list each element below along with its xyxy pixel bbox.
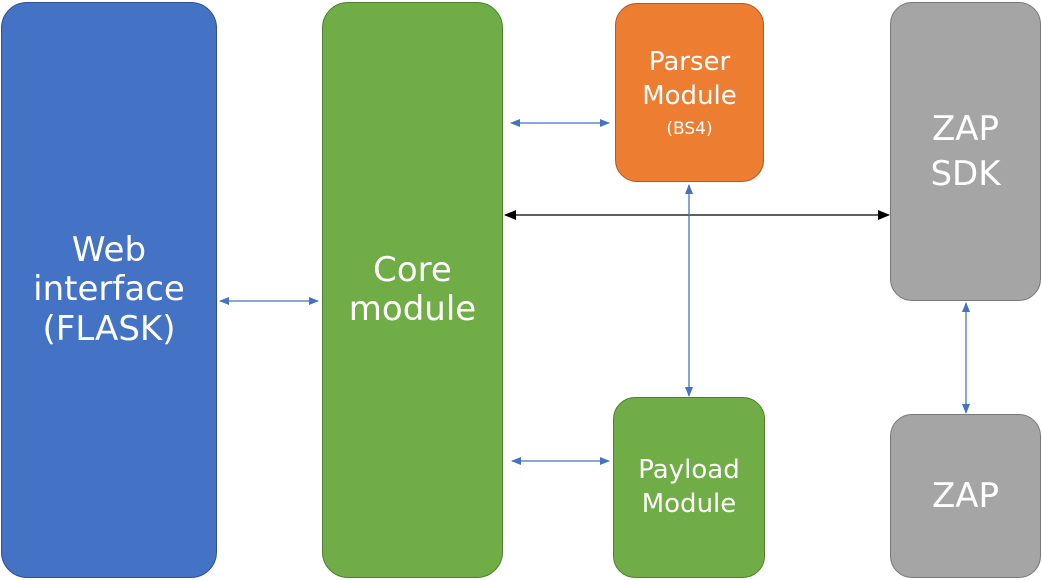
web-interface-label-line-1: Web — [71, 230, 147, 271]
zap-box: ZAP — [890, 414, 1041, 578]
zap-sdk-label-line-1: ZAP — [931, 109, 1000, 150]
zap-label: ZAP — [931, 475, 1000, 516]
zap-sdk-label-line-2: SDK — [930, 153, 1001, 194]
parser-module-label-line-2: Module — [642, 80, 737, 111]
parser-module-box: Parser Module (BS4) — [615, 3, 764, 182]
parser-module-sublabel: (BS4) — [666, 118, 713, 139]
core-module-box: Core module — [322, 2, 503, 578]
parser-module-label-line-1: Parser — [648, 46, 731, 77]
core-module-label-line-2: module — [348, 289, 477, 329]
zap-sdk-box: ZAP SDK — [890, 2, 1041, 301]
core-module-label-line-1: Core — [373, 249, 452, 290]
web-interface-label-line-2: interface — [33, 269, 185, 310]
payload-module-label-line-2: Module — [641, 488, 737, 519]
web-interface-box: Web interface (FLASK) — [1, 2, 217, 578]
payload-module-label-line-1: Payload — [638, 454, 740, 485]
payload-module-box: Payload Module — [613, 397, 765, 578]
web-interface-label-line-3: (FLASK) — [42, 308, 176, 349]
